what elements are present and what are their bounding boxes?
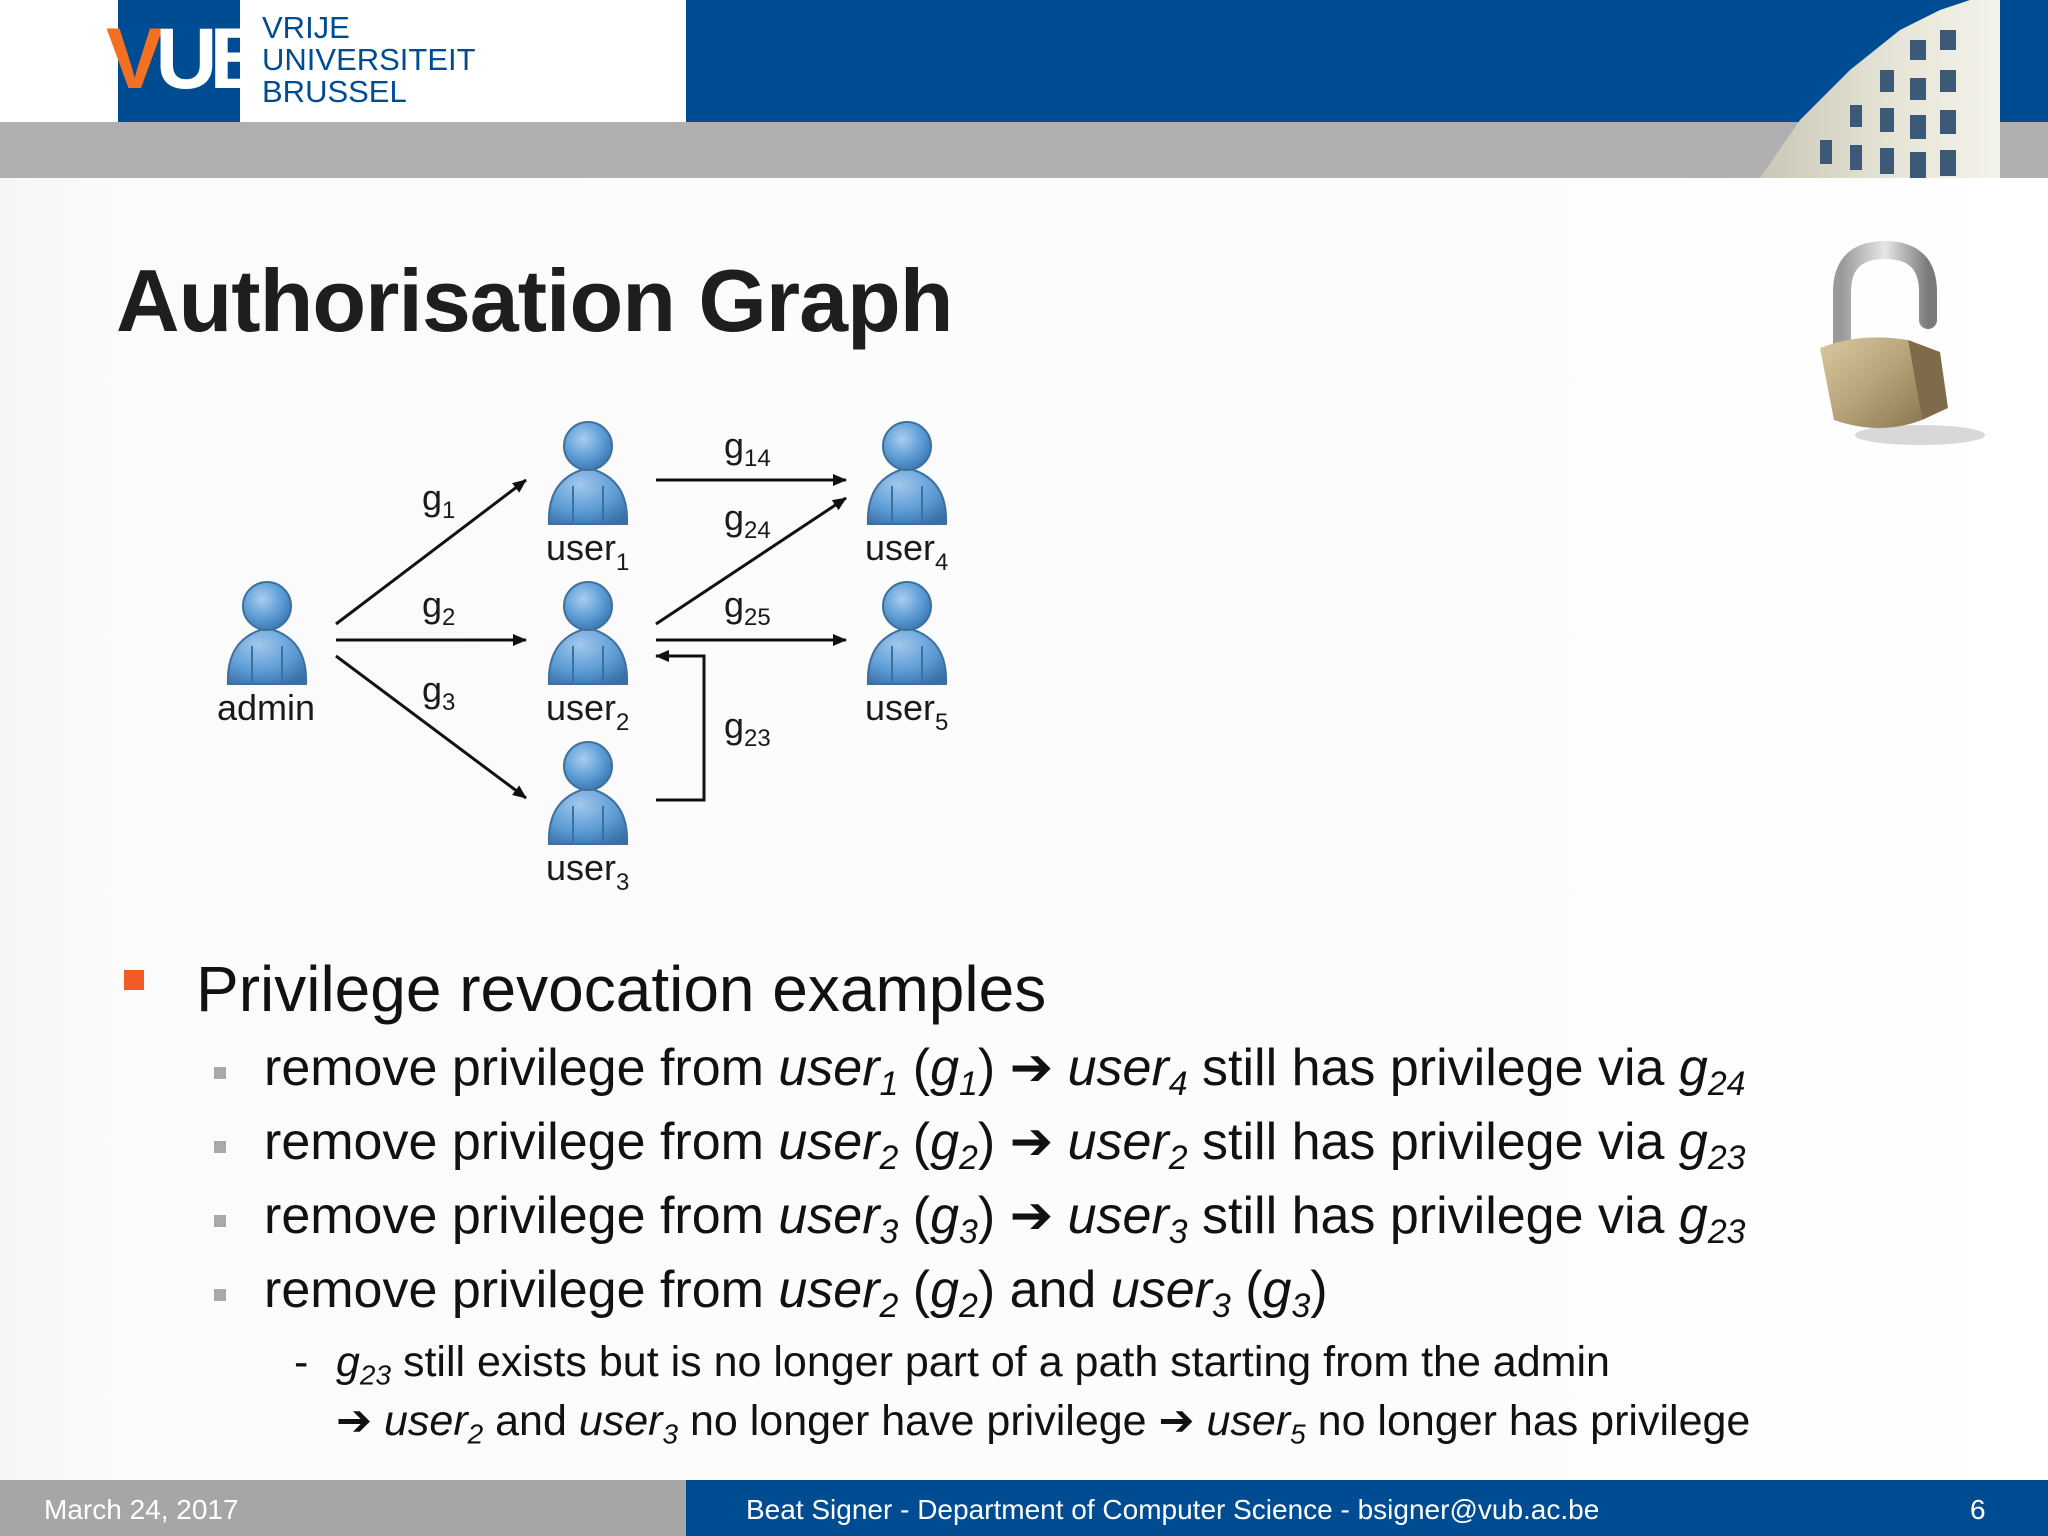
edge-g1	[335, 478, 527, 626]
vub-logo-mark: VUB	[106, 11, 272, 107]
node-label-user1: user1	[546, 527, 629, 576]
sub-bullet-marker	[214, 1141, 226, 1153]
edge-label-g25: g25	[724, 584, 771, 631]
bullet-item-1: remove privilege from user1 (g1) ➔ user4…	[264, 1039, 1746, 1104]
university-name: VRIJE UNIVERSITEIT BRUSSEL	[262, 12, 476, 108]
edge-label-g1: g1	[422, 477, 455, 524]
node-label-user5: user5	[865, 687, 948, 736]
sub-bullet-marker	[214, 1289, 226, 1301]
person-icon	[547, 421, 629, 525]
footer: March 24, 2017 Beat Signer - Department …	[0, 1480, 2048, 1536]
edge-g24	[655, 496, 847, 626]
arrow-right-icon: ➔	[336, 1397, 384, 1445]
page-number: 6	[1970, 1494, 1986, 1525]
node-user4: user4	[865, 421, 948, 576]
header-white-area	[0, 0, 686, 122]
logo-line-3: BRUSSEL	[262, 74, 407, 109]
bullet-item-4: remove privilege from user2 (g2) and use…	[264, 1261, 1328, 1326]
sub-bullet-marker	[214, 1067, 226, 1079]
footer-author: Beat Signer - Department of Computer Sci…	[746, 1494, 1600, 1525]
bullet-marker	[124, 970, 144, 990]
node-label-user2: user2	[546, 687, 629, 736]
padlock-icon	[1820, 240, 1985, 445]
sub-bullet-marker	[214, 1215, 226, 1227]
logo-line-2: UNIVERSITEIT	[262, 42, 476, 77]
logo-line-1: VRIJE	[262, 10, 350, 45]
node-admin: admin	[217, 581, 315, 728]
edge-label-g3: g3	[422, 669, 455, 716]
person-icon	[866, 421, 948, 525]
building-photo-icon	[1760, 0, 2000, 178]
main-bullet: Privilege revocation examples	[196, 953, 1047, 1025]
header-gray-band	[0, 122, 2048, 178]
node-user2: user2	[546, 581, 629, 736]
node-user1: user1	[546, 421, 629, 576]
bullet-item-3: remove privilege from user3 (g3) ➔ user3…	[264, 1187, 1746, 1252]
bullet-item-2: remove privilege from user2 (g2) ➔ user2…	[264, 1113, 1746, 1178]
edge-g3	[335, 654, 527, 800]
logo-block	[118, 0, 240, 122]
sub-sub-item-1: g23 still exists but is no longer part o…	[336, 1338, 1610, 1391]
node-user3: user3	[546, 741, 629, 896]
slide-body	[0, 178, 2048, 1480]
sub-sub-item-2: ➔ user2 and user3 no longer have privile…	[336, 1397, 1751, 1450]
person-icon	[547, 581, 629, 685]
edge-g23	[655, 650, 706, 802]
footer-gray-area	[0, 1480, 686, 1536]
footer-blue-area	[686, 1480, 2048, 1536]
edge-label-g14: g14	[724, 425, 771, 472]
arrow-right-icon: ➔	[1158, 1397, 1207, 1445]
node-label-user4: user4	[865, 527, 948, 576]
arrow-right-icon: ➔	[1009, 1113, 1054, 1171]
person-icon	[866, 581, 948, 685]
node-label-user3: user3	[546, 847, 629, 896]
arrow-right-icon: ➔	[1009, 1187, 1054, 1245]
person-icon	[547, 741, 629, 845]
node-user5: user5	[865, 581, 948, 736]
slide-title: Authorisation Graph	[116, 251, 954, 350]
person-icon	[226, 581, 308, 685]
node-label-admin: admin	[217, 687, 315, 728]
edge-label-g24: g24	[724, 497, 771, 544]
edge-label-g23: g23	[724, 705, 771, 752]
edge-label-g2: g2	[422, 584, 455, 631]
sub-sub-bullet-dash: -	[294, 1338, 309, 1386]
footer-date: March 24, 2017	[44, 1494, 239, 1525]
arrow-right-icon: ➔	[1009, 1039, 1054, 1097]
